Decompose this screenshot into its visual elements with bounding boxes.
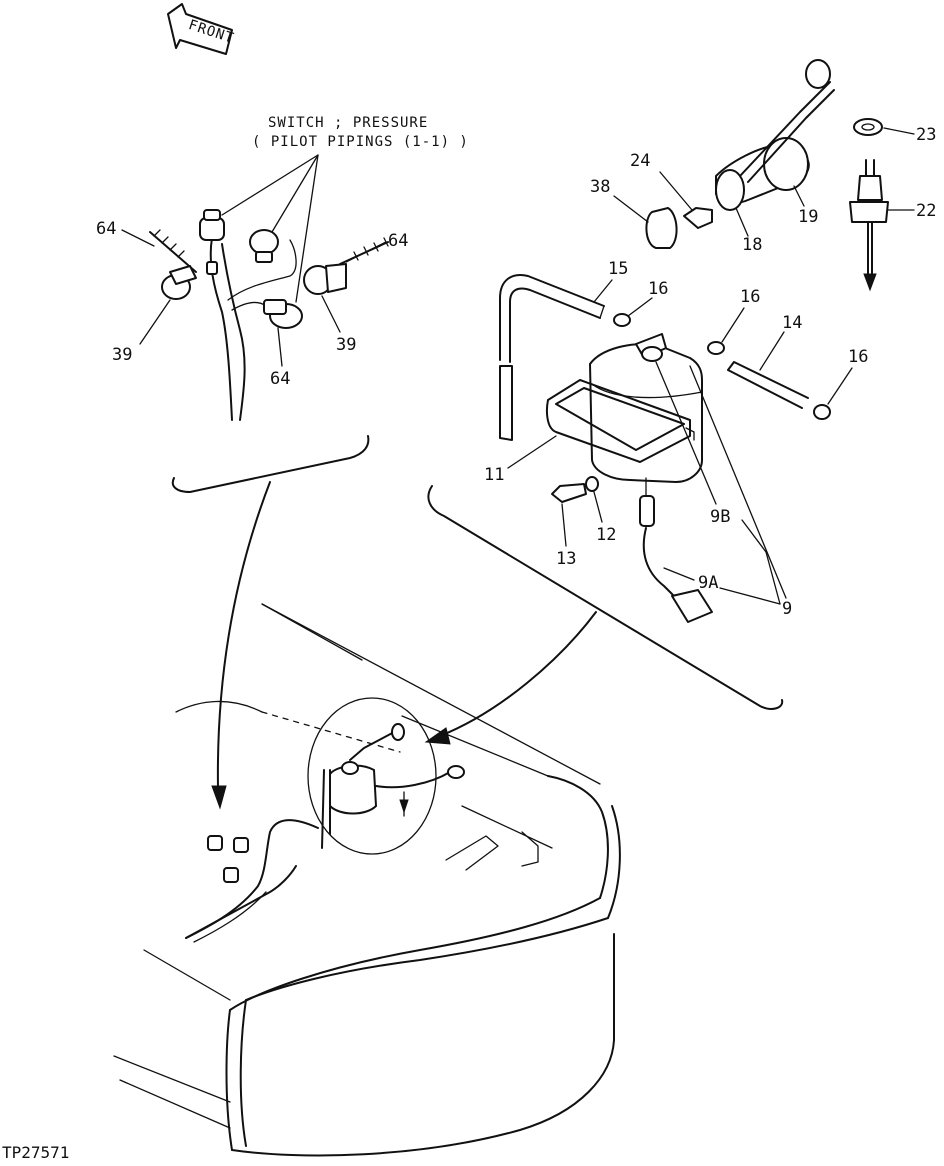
callout-64-left: 64 <box>96 219 116 239</box>
right-detail-bracket <box>427 485 784 710</box>
gauge-flange-19 <box>763 137 809 191</box>
callout-19: 19 <box>798 207 818 227</box>
callout-14: 14 <box>782 313 802 333</box>
switch-caption: SWITCH ; PRESSURE ( PILOT PIPINGS (1-1) … <box>252 115 469 150</box>
callout-23: 23 <box>916 125 936 145</box>
pressure-switch-1 <box>199 217 225 241</box>
machine-body <box>113 603 621 1157</box>
callout-16-c: 16 <box>848 347 868 367</box>
figure-id: TP27571 <box>2 1143 69 1162</box>
left-detail-bracket <box>171 435 370 493</box>
callout-39-left: 39 <box>112 345 132 365</box>
callout-15: 15 <box>608 259 628 279</box>
callout-9b: 9B <box>710 507 730 527</box>
front-arrow: FRONT <box>167 3 236 55</box>
level-gauge-assembly <box>645 59 889 292</box>
callout-9a: 9A <box>698 573 718 593</box>
reservoir-tank-assembly <box>499 274 831 623</box>
callout-64-right: 64 <box>388 231 408 251</box>
detail-circle <box>307 697 465 855</box>
gauge-body-18 <box>715 169 745 211</box>
machine-switches <box>185 819 319 943</box>
pressure-switch-2 <box>249 229 279 255</box>
sensor-22 <box>849 201 889 223</box>
callout-16-a: 16 <box>648 279 668 299</box>
pointer-arrows <box>211 481 597 810</box>
switch-caption-line2: ( PILOT PIPINGS (1-1) ) <box>252 134 469 150</box>
callout-64-bottom: 64 <box>270 369 290 389</box>
callout-39-right: 39 <box>336 335 356 355</box>
callout-12: 12 <box>596 525 616 545</box>
connector-9a <box>671 589 713 623</box>
cap-38 <box>645 207 678 249</box>
callout-11: 11 <box>484 465 504 485</box>
callout-38: 38 <box>590 177 610 197</box>
caption-leaders <box>221 154 319 303</box>
right-callouts: 15 16 16 14 16 11 13 12 9B 9A 9 38 24 18… <box>484 125 936 619</box>
left-callouts: 64 64 64 39 39 <box>96 219 408 389</box>
front-label: FRONT <box>186 17 236 47</box>
callout-18: 18 <box>742 235 762 255</box>
callout-16-b: 16 <box>740 287 760 307</box>
callout-24: 24 <box>630 151 650 171</box>
clamp-39-right <box>303 237 389 295</box>
callout-22: 22 <box>916 201 936 221</box>
switch-caption-line1: SWITCH ; PRESSURE <box>268 115 428 131</box>
callout-13: 13 <box>556 549 576 569</box>
callout-9: 9 <box>782 599 792 619</box>
clamp-39-left <box>149 229 197 300</box>
pressure-switch-assembly <box>199 209 303 421</box>
